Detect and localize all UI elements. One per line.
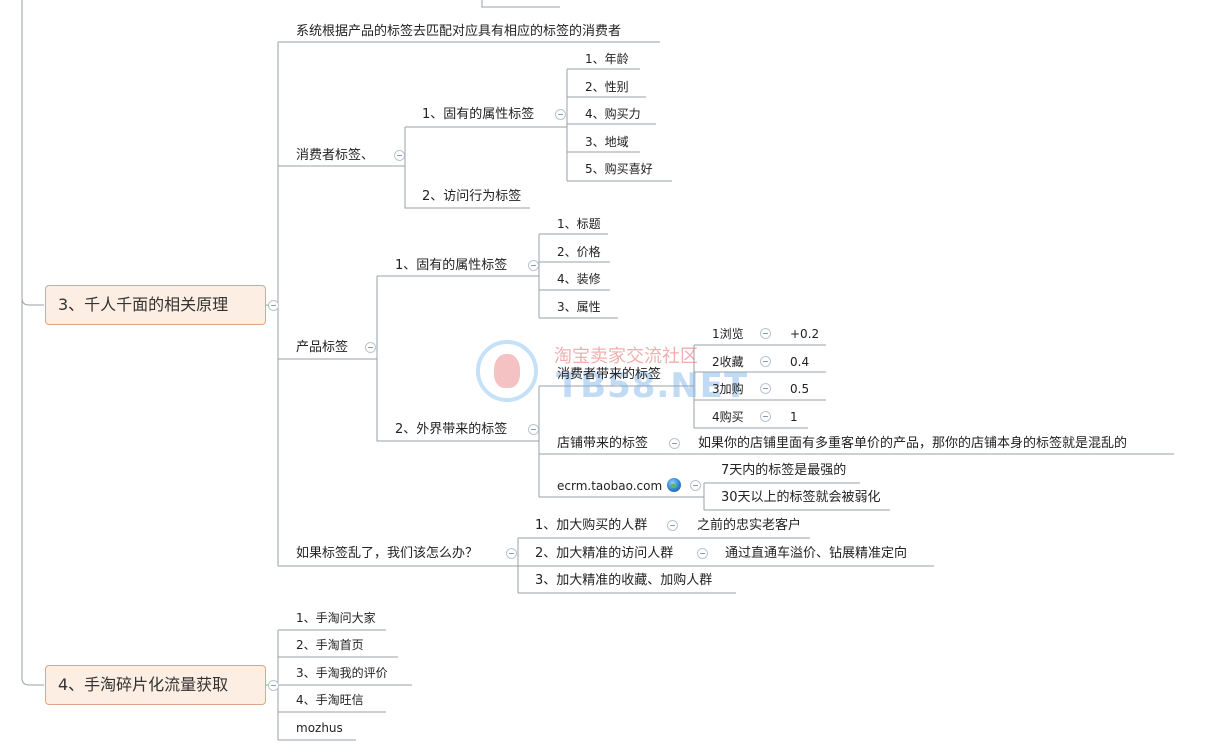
collapse-minus-icon[interactable] — [268, 300, 279, 311]
action-weight[interactable]: 0.4 — [790, 355, 810, 369]
chaos-note[interactable]: 之前的忠实老客户 — [697, 518, 802, 533]
product-attr-item[interactable]: 3、属性 — [557, 300, 601, 314]
collapse-minus-icon[interactable] — [690, 480, 701, 491]
collapse-minus-icon[interactable] — [760, 328, 771, 339]
consumer-attr-item[interactable]: 4、购买力 — [585, 107, 641, 121]
consumer-brought-node[interactable]: 消费者带来的标签 — [557, 367, 662, 382]
traffic-item[interactable]: 4、手淘旺信 — [296, 693, 364, 707]
chaos-item[interactable]: 1、加大购买的人群 — [535, 518, 648, 533]
collapse-minus-icon[interactable] — [760, 411, 771, 422]
chaos-item[interactable]: 3、加大精准的收藏、加购人群 — [535, 573, 713, 588]
collapse-minus-icon[interactable] — [555, 109, 566, 120]
product-attr-item[interactable]: 2、价格 — [557, 245, 601, 259]
collapse-minus-icon[interactable] — [528, 260, 539, 271]
action-weight[interactable]: 0.5 — [790, 382, 810, 396]
action-name[interactable]: 2收藏 — [712, 355, 744, 369]
topic-node-section4[interactable]: 4、手淘碎片化流量获取 — [45, 665, 266, 705]
shop-brought-node[interactable]: 店铺带来的标签 — [557, 436, 649, 451]
collapse-minus-icon[interactable] — [760, 356, 771, 367]
ecrm-item[interactable]: 30天以上的标签就会被弱化 — [721, 490, 881, 505]
ecrm-link-node[interactable]: ecrm.taobao.com — [557, 479, 663, 493]
traffic-item[interactable]: 2、手淘首页 — [296, 638, 364, 652]
shop-note[interactable]: 如果你的店铺里面有多重客单价的产品，那你的店铺本身的标签就是混乱的 — [698, 436, 1128, 451]
chaos-item[interactable]: 2、加大精准的访问人群 — [535, 546, 674, 561]
consumer-visit-node[interactable]: 2、访问行为标签 — [422, 189, 522, 204]
action-weight[interactable]: +0.2 — [790, 327, 820, 341]
globe-link-icon[interactable] — [667, 478, 681, 492]
collapse-minus-icon[interactable] — [697, 548, 708, 559]
collapse-minus-icon[interactable] — [365, 342, 376, 353]
product-tags-node[interactable]: 产品标签 — [296, 340, 349, 355]
consumer-attr-item[interactable]: 5、购买喜好 — [585, 162, 653, 176]
product-attr-item[interactable]: 4、装修 — [557, 272, 601, 286]
consumer-attr-item[interactable]: 1、年龄 — [585, 52, 629, 66]
consumer-attr-item[interactable]: 3、地域 — [585, 135, 629, 149]
collapse-minus-icon[interactable] — [268, 680, 279, 691]
collapse-minus-icon[interactable] — [760, 383, 771, 394]
action-name[interactable]: 1浏览 — [712, 327, 744, 341]
consumer-inherent-node[interactable]: 1、固有的属性标签 — [422, 107, 535, 122]
action-name[interactable]: 3加购 — [712, 382, 744, 396]
consumer-attr-item[interactable]: 2、性别 — [585, 80, 629, 94]
chaos-note[interactable]: 通过直通车溢价、钻展精准定向 — [725, 546, 908, 561]
ecrm-item[interactable]: 7天内的标签是最强的 — [721, 463, 847, 478]
product-inherent-node[interactable]: 1、固有的属性标签 — [395, 258, 508, 273]
topic-node-section3[interactable]: 3、千人千面的相关原理 — [45, 285, 266, 325]
traffic-item[interactable]: 1、手淘问大家 — [296, 611, 376, 625]
collapse-minus-icon[interactable] — [528, 424, 539, 435]
traffic-item[interactable]: mozhus — [296, 721, 343, 735]
collapse-minus-icon[interactable] — [506, 548, 517, 559]
action-weight[interactable]: 1 — [790, 410, 798, 424]
traffic-item[interactable]: 3、手淘我的评价 — [296, 666, 388, 680]
product-attr-item[interactable]: 1、标题 — [557, 217, 601, 231]
collapse-minus-icon[interactable] — [667, 520, 678, 531]
intro-text[interactable]: 系统根据产品的标签去匹配对应具有相应的标签的消费者 — [296, 24, 622, 39]
collapse-minus-icon[interactable] — [669, 438, 680, 449]
external-tags-node[interactable]: 2、外界带来的标签 — [395, 422, 508, 437]
chaos-node[interactable]: 如果标签乱了，我们该怎么办？ — [296, 546, 479, 561]
collapse-minus-icon[interactable] — [394, 150, 405, 161]
consumer-tags-node[interactable]: 消费者标签、 — [296, 148, 375, 163]
action-name[interactable]: 4购买 — [712, 410, 744, 424]
